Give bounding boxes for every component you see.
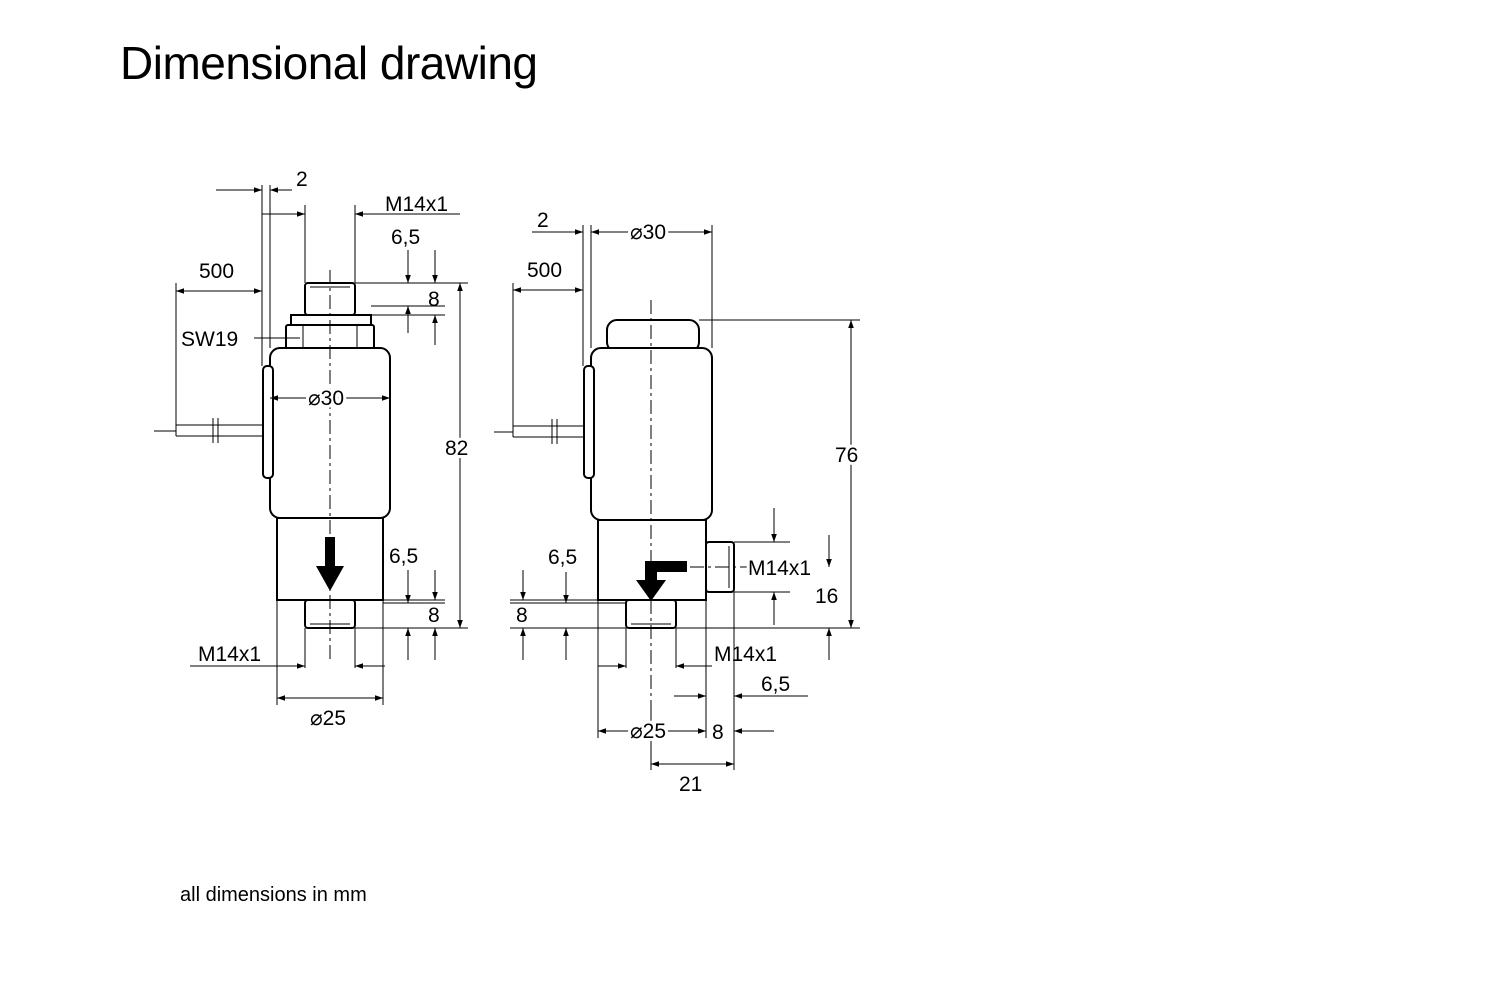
right-dim-6-5-left: 6,5: [548, 546, 577, 569]
left-dim-sw19: SW19: [181, 328, 238, 351]
left-dim-6-5-top: 6,5: [391, 226, 420, 249]
left-dim-500: 500: [199, 260, 234, 283]
left-dim-8-bottom: 8: [428, 604, 440, 627]
right-dim-76: 76: [835, 444, 858, 467]
right-cable-gland: [583, 365, 595, 479]
right-dim-dia25: ⌀25: [630, 720, 666, 743]
left-dim-2: 2: [296, 168, 308, 191]
left-dim-m14x1-top: M14x1: [385, 193, 448, 216]
right-dim-dia30: ⌀30: [630, 221, 666, 244]
right-dim-m14x1-bottom: M14x1: [714, 643, 777, 666]
page-title: Dimensional drawing: [120, 37, 538, 89]
right-dim-500: 500: [527, 259, 562, 282]
left-cable-gland: [262, 365, 274, 479]
left-dim-8-top: 8: [428, 288, 440, 311]
right-dim-16: 16: [815, 585, 838, 608]
left-dim-dia25: ⌀25: [310, 707, 346, 730]
right-dim-2: 2: [537, 209, 549, 232]
left-dim-m14x1-bottom: M14x1: [198, 643, 261, 666]
right-dim-8-bottom: 8: [712, 721, 724, 744]
right-flow-angle-arrow-icon: [636, 561, 687, 601]
left-view: 2 M14x1 6,5 500 8 SW19 ⌀30 82 6,5 8 M14x…: [154, 168, 471, 730]
left-dim-82: 82: [445, 437, 468, 460]
footnote: all dimensions in mm: [180, 884, 367, 906]
left-dim-dia30: ⌀30: [308, 387, 344, 410]
right-dim-8-left: 8: [516, 604, 528, 627]
right-dim-6-5-right: 6,5: [761, 673, 790, 696]
left-hex-washer: [290, 314, 372, 326]
right-dim-21: 21: [679, 773, 702, 796]
right-dim-m14x1-side: M14x1: [748, 557, 811, 580]
right-view: 2 ⌀30 500 76 M14x1 6,5 16 8 M14x1 6,5 ⌀2…: [494, 209, 861, 796]
left-dim-6-5-bottom: 6,5: [389, 545, 418, 568]
